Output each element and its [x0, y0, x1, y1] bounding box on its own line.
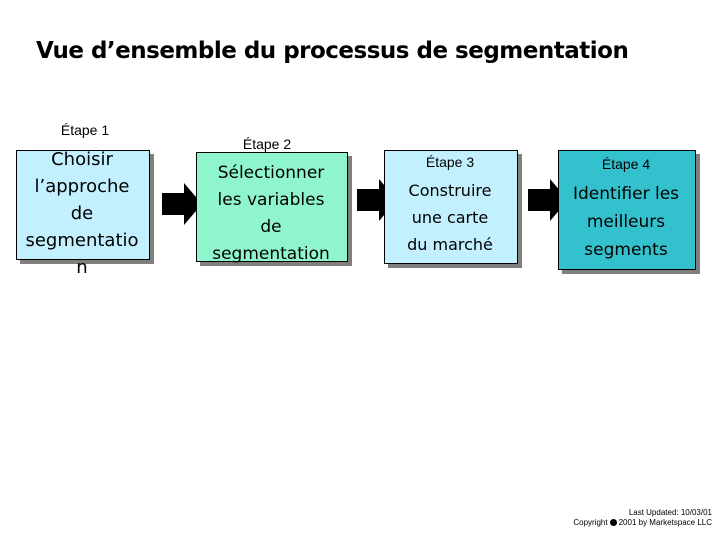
footer: Last Updated: 10/03/01 Copyright 2001 by …: [573, 508, 712, 528]
step-2-line-4: segmentation: [212, 244, 330, 264]
arrow-right-icon: [162, 183, 202, 225]
step-1-line-4: segmentatio: [25, 230, 139, 251]
step-2-line-2: les variables: [217, 190, 325, 210]
step-3-label: Étape 3: [425, 154, 475, 170]
step-4-line-3: segments: [584, 240, 668, 260]
copyright-suffix: 2001 by Marketspace LLC: [618, 518, 712, 527]
step-4-line-1: Identifier les: [572, 184, 680, 204]
step-3-box: [384, 150, 518, 264]
step-1-line-1: Choisir: [51, 149, 113, 170]
step-4-box: [558, 150, 696, 270]
step-1-line-5: n: [76, 257, 88, 278]
copyright-icon: [609, 519, 617, 526]
step-1-line-3: de: [70, 203, 94, 224]
step-3-line-3: du marché: [407, 235, 493, 254]
step-3-line-1: Construire: [408, 181, 492, 200]
last-updated: Last Updated: 10/03/01: [628, 508, 712, 517]
page-title: Vue d’ensemble du processus de segmentat…: [36, 38, 629, 64]
copyright: Copyright 2001 by Marketspace LLC: [573, 518, 712, 528]
step-4-text: Identifier les meilleurs segments: [558, 180, 694, 264]
step-2-text: Sélectionner les variables de segmentati…: [192, 160, 350, 268]
step-2-line-1: Sélectionner: [217, 163, 325, 183]
step-4-label: Étape 4: [601, 156, 651, 172]
copyright-prefix: Copyright: [573, 518, 608, 527]
step-2-line-3: de: [260, 217, 282, 237]
step-1-text: Choisir l’approche de segmentatio n: [8, 146, 156, 281]
step-1-label: Étape 1: [60, 122, 110, 138]
step-3-line-2: une carte: [411, 208, 489, 227]
step-1-line-2: l’approche: [34, 176, 130, 197]
step-2-box: [196, 152, 348, 262]
step-4-line-2: meilleurs: [586, 212, 666, 232]
step-3-text: Construire une carte du marché: [384, 177, 516, 258]
step-2-label: Étape 2: [242, 136, 292, 152]
step-1-box: [16, 150, 150, 260]
